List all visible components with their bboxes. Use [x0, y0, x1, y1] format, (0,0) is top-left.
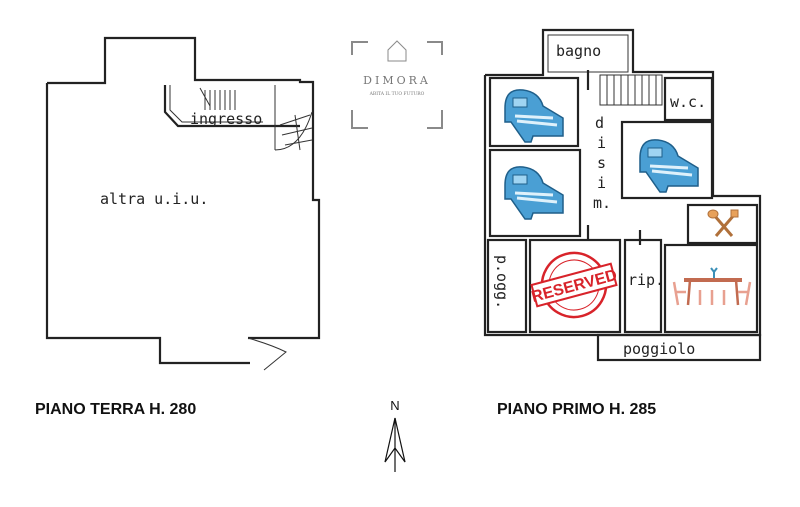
room-label-bagno: bagno	[556, 42, 601, 60]
room-label-ingresso: ingresso	[190, 110, 262, 128]
svg-text:i: i	[597, 174, 606, 192]
svg-text:m.: m.	[593, 194, 611, 212]
first-floor-plan: bagno w.c. d i s i m. p.ogg. rip. poggio…	[483, 28, 762, 362]
first-floor-title: PIANO PRIMO H. 285	[497, 401, 657, 418]
north-arrow-icon: N	[384, 398, 406, 472]
room-label-rip: rip.	[628, 271, 664, 289]
dining-table-icon	[672, 267, 752, 306]
bed-icon	[504, 89, 564, 143]
svg-text:i: i	[597, 134, 606, 152]
bed-icon	[504, 166, 564, 220]
stairs	[606, 75, 657, 105]
room-label-disim: d i s i m.	[593, 114, 611, 212]
logo-tagline: ABITA IL TUO FUTURO	[369, 91, 425, 97]
room-label-pogg: p.ogg.	[493, 255, 511, 309]
logo-brand: DIMORA	[363, 74, 431, 87]
bed-icon	[639, 139, 699, 193]
dimora-logo: DIMORA ABITA IL TUO FUTURO	[351, 40, 443, 129]
room-label-wc: w.c.	[670, 93, 706, 111]
room-label-poggiolo: poggiolo	[623, 340, 695, 358]
svg-text:s: s	[597, 154, 606, 172]
room-label-altra-uiu: altra u.i.u.	[100, 190, 208, 208]
stairs	[199, 85, 313, 151]
compass-label: N	[390, 398, 399, 413]
svg-text:d: d	[595, 114, 604, 132]
ground-floor-plan: ingresso altra u.i.u.	[45, 36, 321, 371]
ground-floor-title: PIANO TERRA H. 280	[35, 401, 197, 418]
kitchen-utensils-icon	[707, 209, 739, 237]
reserved-stamp: RESERVED	[530, 251, 619, 319]
